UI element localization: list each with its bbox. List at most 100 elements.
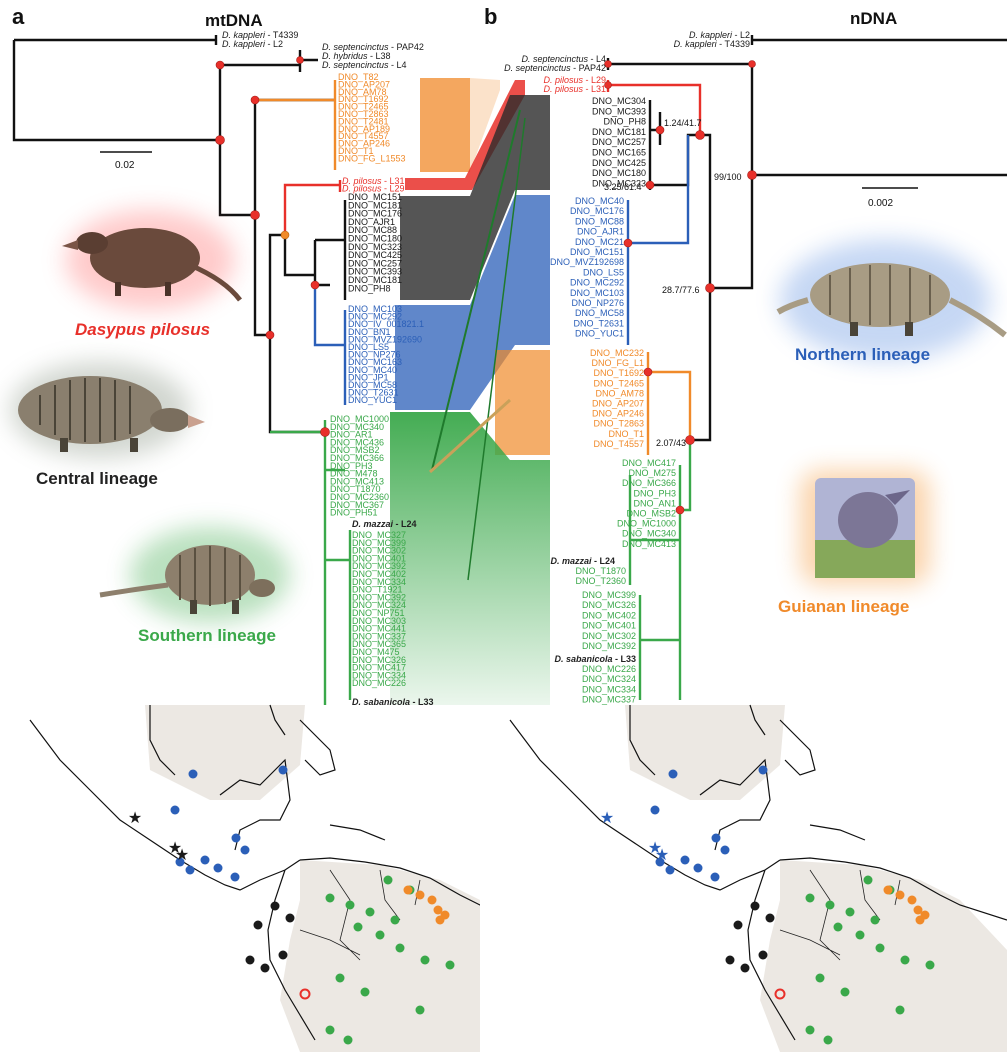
lineage-label-northern: Northern lineage [795, 345, 930, 364]
tip-label: D. mazzai - L24 [550, 556, 615, 566]
band-orange-2 [495, 350, 550, 455]
sample-location-marker [711, 873, 720, 882]
node-dot [266, 331, 274, 339]
cophylogeny-bands [390, 78, 550, 705]
sample-location-marker [908, 896, 917, 905]
sample-location-marker [884, 886, 893, 895]
tip-label: DNO_MC334 [582, 684, 636, 694]
sample-location-marker [806, 894, 815, 903]
sample-location-marker [171, 806, 180, 815]
sample-location-marker [876, 944, 885, 953]
lineage-label-southern: Southern lineage [138, 626, 276, 645]
tip-label: DNO_MC323 [592, 178, 646, 188]
support-value: 1.24/41.7 [664, 118, 702, 128]
sample-location-marker [366, 908, 375, 917]
tip-label: D. mazzai - L24 [352, 519, 417, 529]
tip-label: DNO_AN1 [633, 498, 676, 508]
sample-location-marker [232, 834, 241, 843]
tree-b-root [608, 35, 1007, 175]
tree-a-blue [315, 285, 345, 405]
sample-location-marker [201, 856, 210, 865]
sample-location-marker [896, 891, 905, 900]
tip-label: DNO_NP276 [571, 298, 624, 308]
sample-location-marker [241, 846, 250, 855]
sample-location-marker: ★ [128, 810, 142, 827]
sample-location-marker [806, 1026, 815, 1035]
sample-location-marker [864, 876, 873, 885]
sample-location-marker: ★ [655, 847, 669, 864]
sample-location-marker: ★ [600, 810, 614, 827]
sample-location-marker [901, 956, 910, 965]
tip-label: DNO_M275 [628, 468, 676, 478]
tree-a-orange [255, 80, 335, 170]
node-dot [749, 61, 756, 68]
sample-location-marker [759, 766, 768, 775]
sample-location-marker [344, 1036, 353, 1045]
tree-a-septen [220, 50, 318, 140]
node-dot [644, 368, 652, 376]
tip-label: D. septencinctus - L4 [322, 60, 407, 70]
tip-label: DNO_AJR1 [577, 227, 624, 237]
tip-label: DNO_MC399 [582, 590, 636, 600]
tip-label: D. pilosus - L31 [543, 84, 606, 94]
node-dot [251, 211, 260, 220]
tree-a-title: mtDNA [205, 11, 263, 30]
tip-label: DNO_MC425 [592, 158, 646, 168]
sample-location-marker [841, 988, 850, 997]
sample-location-marker [214, 864, 223, 873]
tree-b-title: nDNA [850, 9, 897, 28]
tip-label: DNO_MC103 [570, 288, 624, 298]
sample-location-marker [271, 902, 280, 911]
lineage-label-central: Central lineage [36, 469, 158, 488]
tip-label: DNO_PH51 [330, 508, 378, 518]
tip-label: DNO_MC165 [592, 148, 646, 158]
tree-a-red [285, 180, 340, 235]
sample-location-marker [651, 806, 660, 815]
sample-location-marker [669, 770, 678, 779]
tip-label: DNO_PH8 [348, 283, 391, 293]
armadillo-central-photo [10, 362, 205, 458]
node-dot [297, 57, 304, 64]
tip-label: DNO_MC181 [592, 127, 646, 137]
lineage-label-pilosus: Dasypus pilosus [75, 320, 210, 339]
tip-label: D. sabanicola - L33 [554, 654, 636, 664]
sample-location-marker [416, 891, 425, 900]
node-dot [706, 284, 715, 293]
sample-location-marker [846, 908, 855, 917]
tip-label: DNO_T2631 [573, 318, 624, 328]
tip-label: DNO_LS5 [583, 267, 624, 277]
node-dot [646, 181, 654, 189]
sample-location-marker [726, 956, 735, 965]
tip-label: DNO_MC417 [622, 458, 676, 468]
tip-label: D. kappleri - L2 [222, 39, 283, 49]
tip-label: DNO_T2360 [575, 576, 626, 586]
node-dot [676, 506, 684, 514]
sample-location-marker [384, 876, 393, 885]
lineage-label-guianan: Guianan lineage [778, 597, 909, 616]
tip-label: DNO_MC340 [622, 529, 676, 539]
tip-label: DNO_FG_L1553 [338, 153, 406, 163]
node-dot [311, 281, 319, 289]
tip-label: DNO_MC337 [582, 695, 636, 705]
sample-location-marker [186, 866, 195, 875]
sample-location-marker [231, 873, 240, 882]
tip-label: DNO_T1692 [593, 368, 644, 378]
sample-location-marker [361, 988, 370, 997]
panel-letter-a: a [12, 4, 25, 29]
tip-label: DNO_MC413 [622, 539, 676, 549]
node-dot [216, 136, 225, 145]
sample-location-marker [712, 834, 721, 843]
tip-label: DNO_MSB2 [626, 509, 676, 519]
tip-label: DNO_MC366 [622, 478, 676, 488]
tip-label: DNO_MC1000 [617, 519, 676, 529]
sample-location-marker [896, 1006, 905, 1015]
node-dot [686, 436, 695, 445]
sample-location-marker [416, 1006, 425, 1015]
sample-location-marker [279, 766, 288, 775]
tip-label: DNO_T4557 [593, 439, 644, 449]
tip-label: DNO_MC401 [582, 621, 636, 631]
tip-label: DNO_MC58 [575, 308, 624, 318]
tip-label: DNO_MC292 [570, 278, 624, 288]
sample-location-marker [856, 931, 865, 940]
armadillo-southern-photo [100, 527, 290, 623]
